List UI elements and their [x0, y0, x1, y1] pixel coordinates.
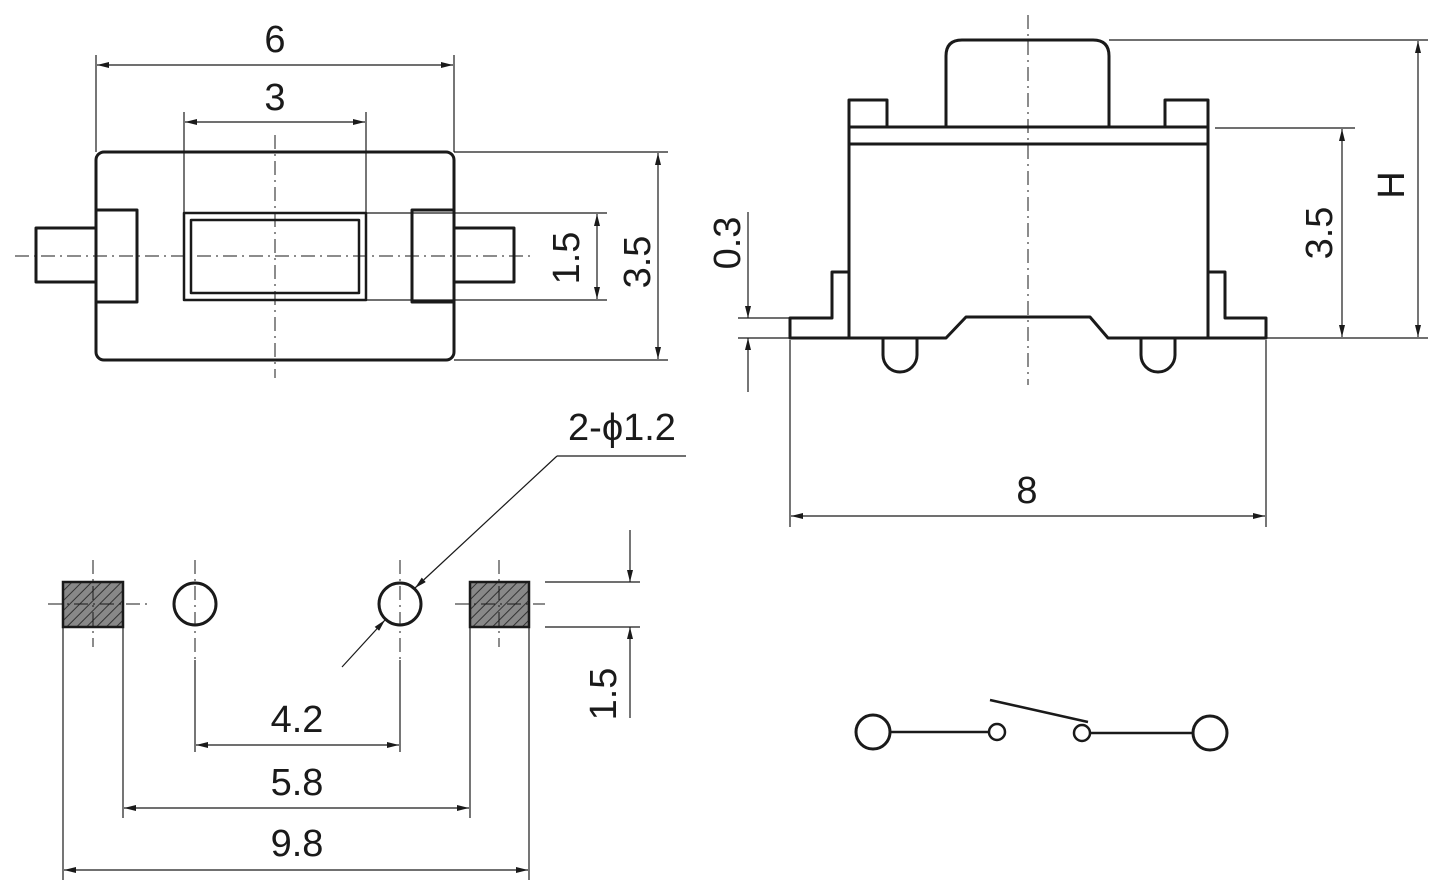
side-actuator — [944, 38, 1111, 129]
schematic-contact-left — [987, 722, 1007, 742]
dim-label-3-5-top: 3.5 — [617, 236, 659, 289]
dim-label-6: 6 — [264, 19, 285, 61]
hole-spec-label: 2-ϕ1.2 — [568, 407, 676, 449]
side-cap-tab-left — [847, 98, 889, 129]
side-lead-right — [1206, 270, 1268, 340]
dim-label-1-5: 1.5 — [546, 232, 588, 285]
dim-label-3: 3 — [264, 77, 285, 119]
side-peg-right — [1139, 336, 1177, 374]
side-body — [847, 142, 1210, 340]
side-view: 0.3 3.5 H 8 — [707, 15, 1428, 527]
dim-label-4-2: 4.2 — [271, 699, 324, 741]
dim-label-8: 8 — [1016, 470, 1037, 512]
dim-label-pad-1-5: 1.5 — [583, 668, 625, 721]
right-terminal-lead — [452, 226, 516, 284]
hole-leader-diagonal — [414, 455, 558, 589]
schematic-terminal-left — [854, 713, 892, 751]
schematic-contact-right — [1072, 723, 1092, 743]
side-cap-tab-right — [1163, 98, 1210, 129]
schematic-terminal-right — [1191, 714, 1229, 752]
dim-label-0-3: 0.3 — [707, 217, 749, 270]
switch-schematic-symbol — [854, 698, 1229, 752]
dim-label-3-5-side: 3.5 — [1299, 207, 1341, 260]
pcb-footprint: 2-ϕ1.2 1.5 4.2 5.8 9.8 — [48, 407, 686, 880]
dim-label-9-8: 9.8 — [271, 823, 324, 865]
dim-label-h: H — [1371, 171, 1413, 198]
side-peg-left — [881, 336, 919, 374]
schematic-lever — [989, 698, 1089, 724]
hole-leader-tail — [341, 619, 386, 668]
dim-label-5-8: 5.8 — [271, 762, 324, 804]
top-view: 6 3 1.5 3.5 — [15, 19, 668, 378]
side-lead-left — [788, 270, 851, 340]
left-terminal-lead — [34, 226, 98, 284]
